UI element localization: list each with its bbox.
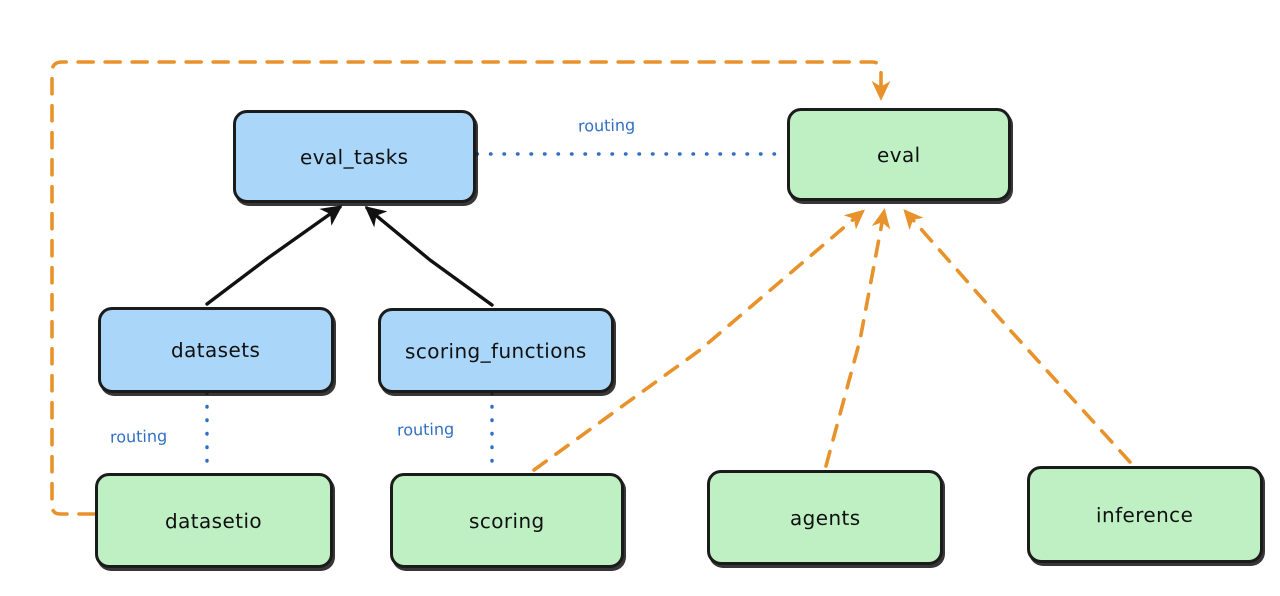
edge-label-routing-datasets-datasetio: routing: [109, 426, 168, 447]
node-agents[interactable]: agents: [707, 470, 943, 565]
node-label: agents: [789, 505, 861, 530]
node-eval_tasks[interactable]: eval_tasks: [233, 110, 476, 203]
node-label: inference: [1096, 502, 1194, 527]
node-scoring[interactable]: scoring: [390, 473, 624, 568]
node-label: eval_tasks: [300, 144, 409, 169]
edge-agents-to-eval-dependency: [824, 208, 891, 468]
node-label: eval: [877, 142, 921, 167]
node-datasets[interactable]: datasets: [98, 307, 334, 393]
node-inference[interactable]: inference: [1027, 466, 1263, 563]
edge-scoring_functions-to-eval_tasks: [364, 206, 494, 307]
edge-label-routing-eval_tasks-eval: routing: [577, 115, 636, 136]
node-scoring_functions[interactable]: scoring_functions: [378, 308, 614, 393]
node-label: datasetio: [165, 508, 263, 533]
edge-label-routing-scoring_functions-scoring: routing: [396, 419, 455, 440]
node-datasetio[interactable]: datasetio: [95, 473, 333, 568]
node-label: datasets: [171, 337, 261, 363]
node-eval[interactable]: eval: [787, 108, 1011, 201]
node-label: scoring: [469, 508, 545, 533]
edge-datasets-to-eval_tasks: [205, 205, 343, 306]
node-label: scoring_functions: [405, 338, 587, 363]
edge-inference-to-eval-dependency: [903, 209, 1132, 464]
